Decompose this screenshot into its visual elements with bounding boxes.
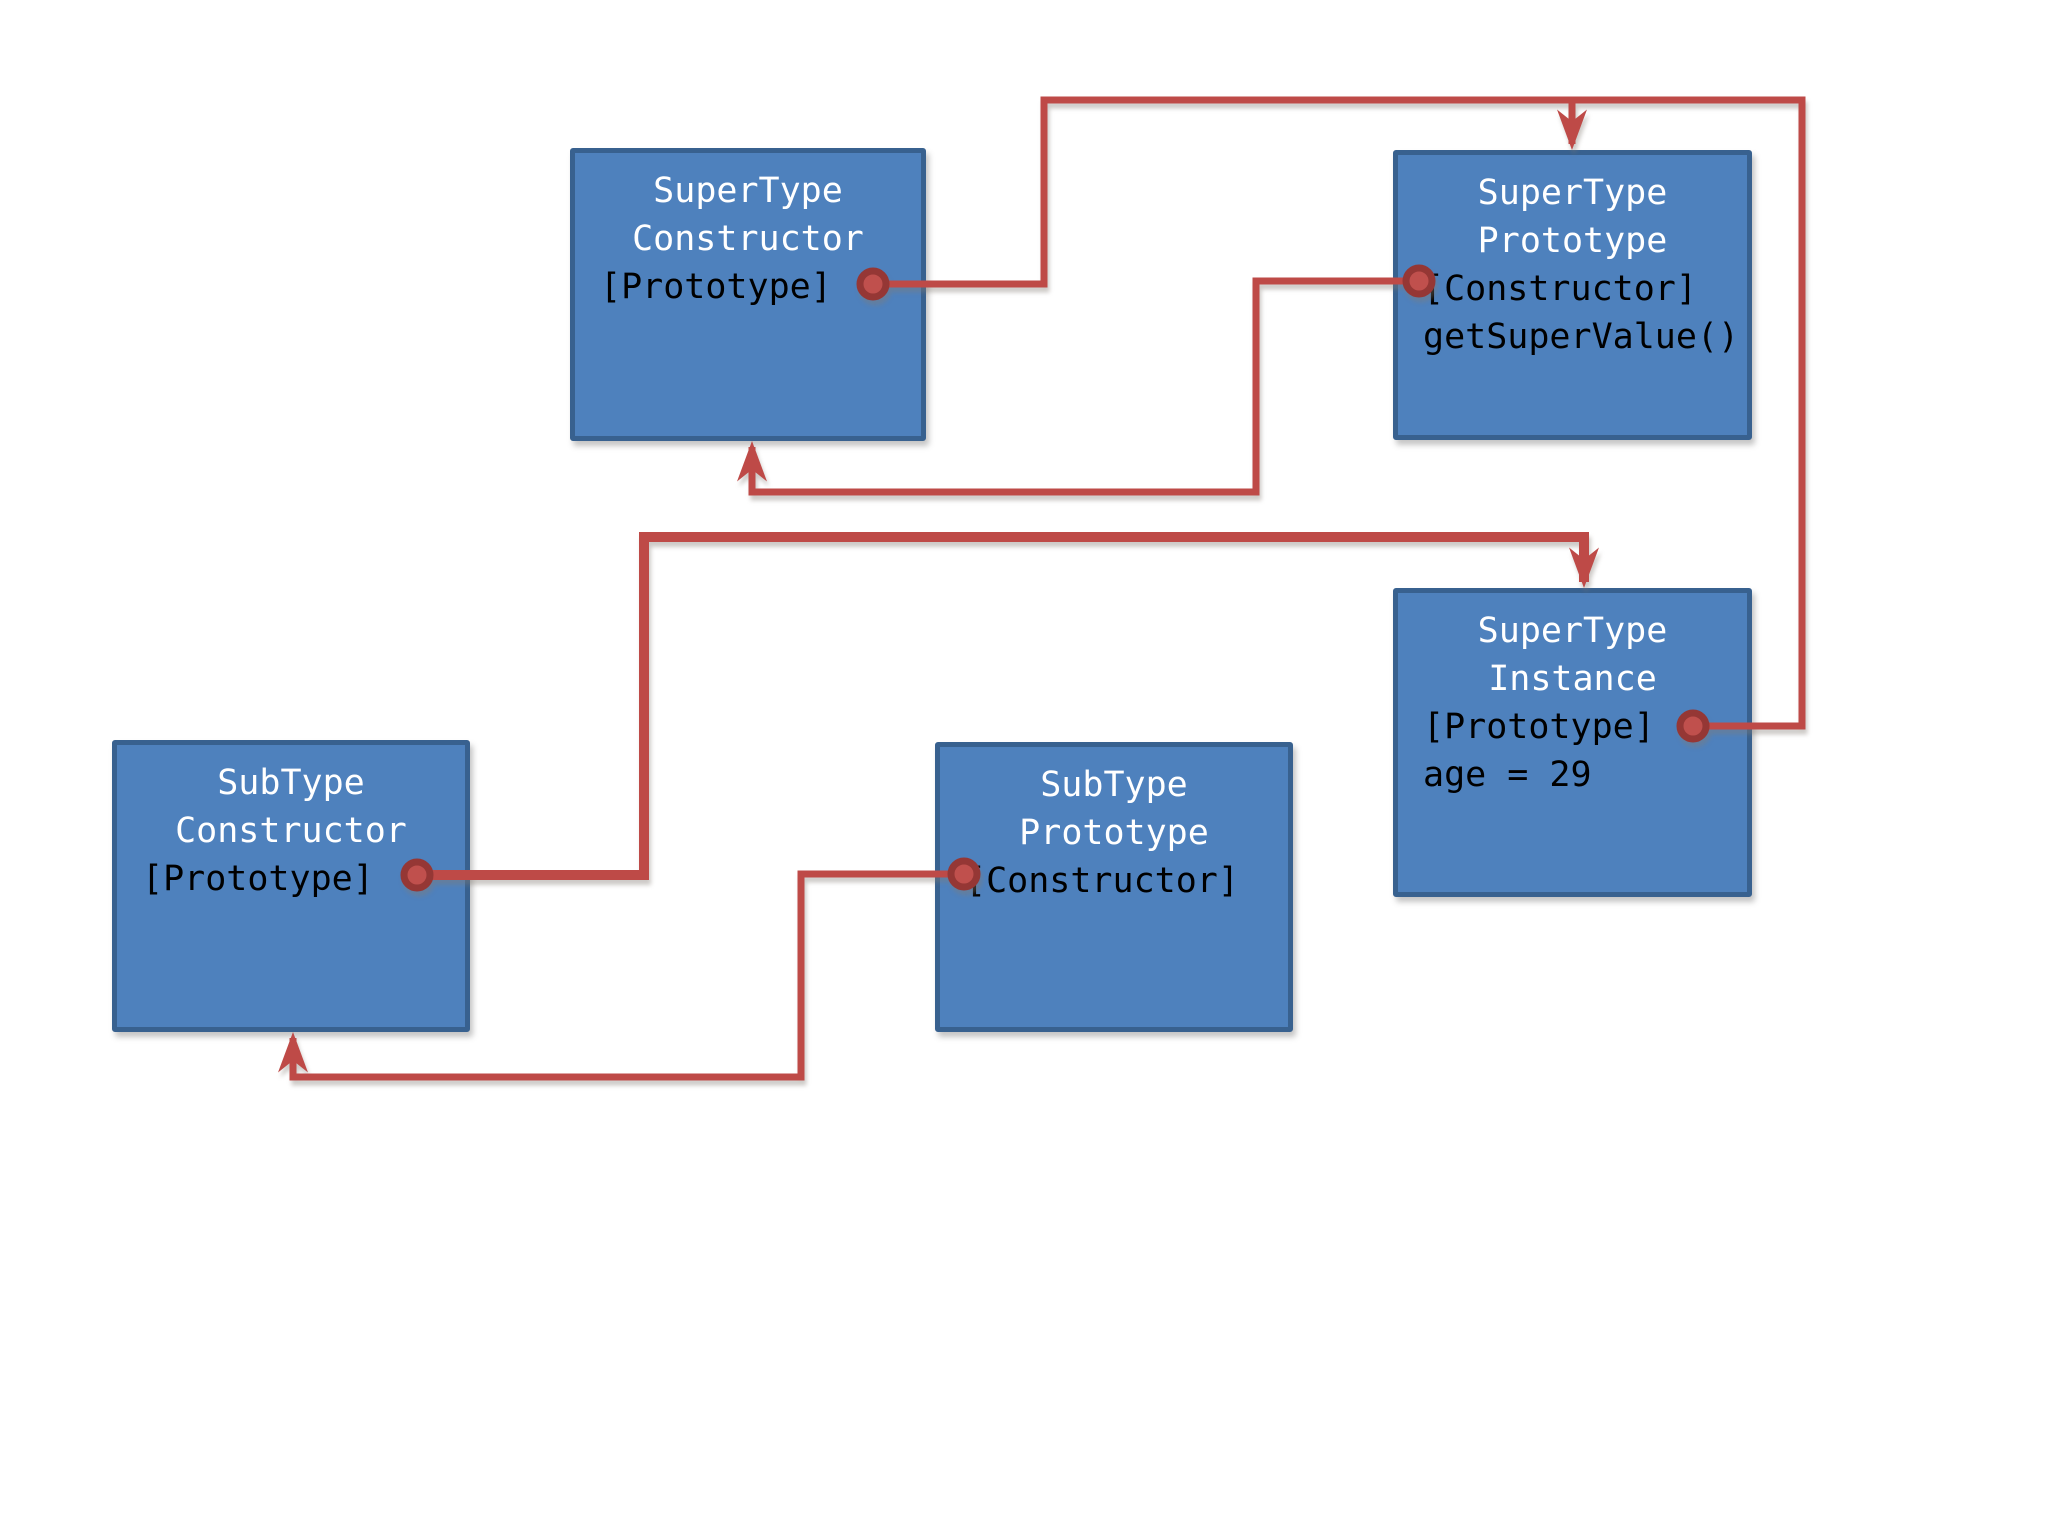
node-title-line: SubType [1040,765,1188,805]
node-property: [Constructor] [965,861,1239,901]
node-title-line: SubType [217,763,365,803]
node-title-line: Constructor [175,811,407,851]
node-property: [Prototype] [142,859,374,899]
node-property: age = 29 [1423,755,1592,795]
node-property: [Prototype] [1423,707,1655,747]
node-property: [Constructor] [1423,269,1697,309]
node-title-line: Prototype [1477,221,1668,261]
node-property: getSuperValue() [1423,317,1740,357]
node-property: [Prototype] [600,267,832,307]
node-title-line: Instance [1488,659,1657,699]
node-title-line: Constructor [632,219,864,259]
node-title-line: SuperType [1477,173,1668,213]
node-title-line: SuperType [1477,611,1668,651]
node-title-line: SuperType [653,171,843,211]
node-title-line: Prototype [1019,813,1209,853]
